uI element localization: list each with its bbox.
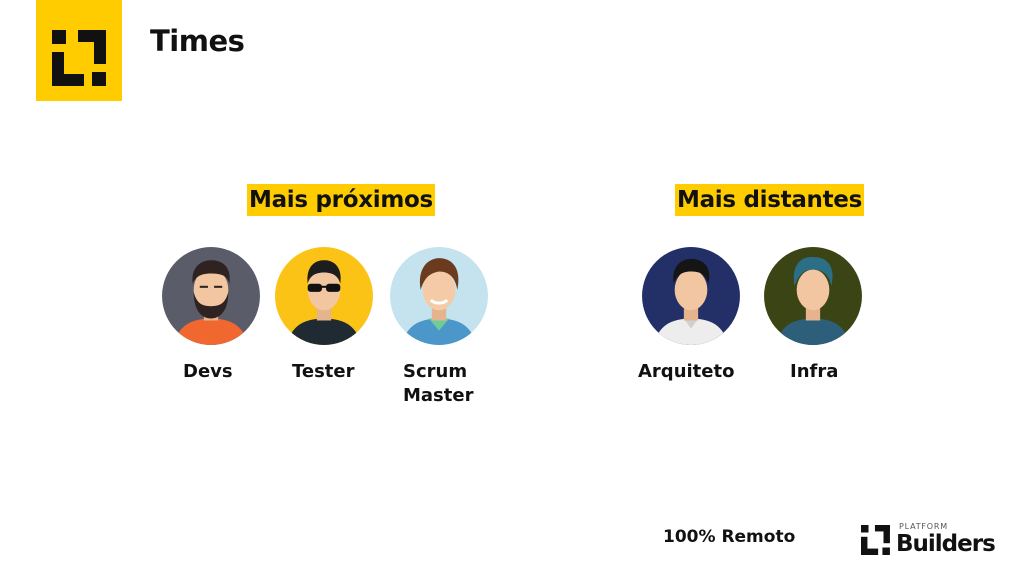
label-scrum-master-line2: Master [403,385,474,406]
brand-logo: PLATFORM Builders [858,522,1008,558]
platform-builders-logo-icon [52,30,106,86]
heading-mais-proximos: Mais próximos [247,184,435,216]
infra-avatar-icon [762,245,864,347]
brand-small-text: PLATFORM [899,522,948,531]
remote-note: 100% Remoto [663,527,796,547]
developer-avatar-icon [160,245,262,347]
brand-name: Builders [896,531,996,557]
architect-avatar-icon [640,245,742,347]
brand-mark-icon [861,525,890,555]
label-infra: Infra [790,361,839,382]
label-scrum-master-line1: Scrum [403,361,468,382]
tester-avatar-icon [273,245,375,347]
label-arquiteto: Arquiteto [638,361,735,382]
scrum-master-avatar-icon [388,245,490,347]
page-title: Times [150,24,245,58]
label-tester: Tester [292,361,355,382]
heading-mais-distantes: Mais distantes [675,184,864,216]
logo-box [36,0,122,101]
label-devs: Devs [183,361,233,382]
label-scrum-master: Scrum Master [403,360,473,408]
